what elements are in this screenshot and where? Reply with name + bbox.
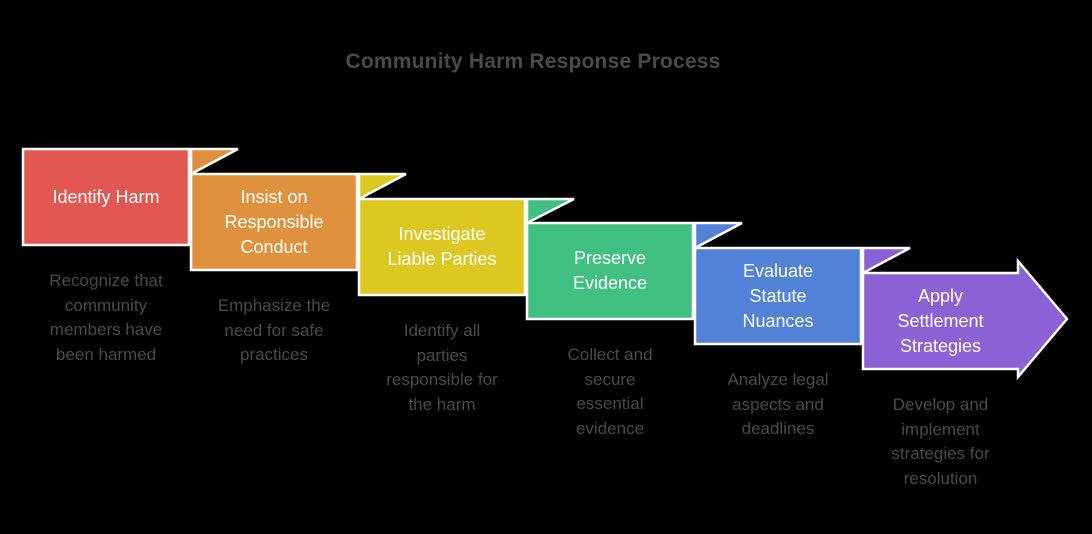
step-description-4: Collect and secure essential evidence [567,345,653,438]
step-description-3: Identify all parties responsible for the… [386,321,498,414]
step-fold-4 [525,197,575,226]
step-label-2: Insist on Responsible Conduct [224,186,324,257]
step-shape-4 [525,221,695,321]
step-fold-3 [357,172,407,202]
step-description-1: Recognize that community members have be… [49,271,163,364]
step-label-4: Preserve Evidence [572,248,648,293]
step-shape-1 [21,147,191,247]
step-shape-2 [189,172,359,272]
step-label-5: Evaluate Statute Nuances [742,260,814,331]
step-shape-3 [357,197,527,297]
step-fold-2 [189,147,239,177]
step-description-2: Emphasize the need for safe practices [217,296,331,364]
step-label-3: Investigate Liable Parties [387,224,497,269]
arrow-shape [861,257,1069,381]
diagram-title: Community Harm Response Process [345,50,721,73]
step-label-1: Identify Harm [52,186,160,207]
step-label-6: Apply Settlement Strategies [897,285,984,356]
step-shape-5 [693,246,863,346]
step-description-6: Develop and implement strategies for res… [891,395,990,488]
step-fold-6 [861,246,911,276]
step-description-5: Analyze legal aspects and deadlines [727,370,829,438]
step-fold-5 [693,221,743,251]
